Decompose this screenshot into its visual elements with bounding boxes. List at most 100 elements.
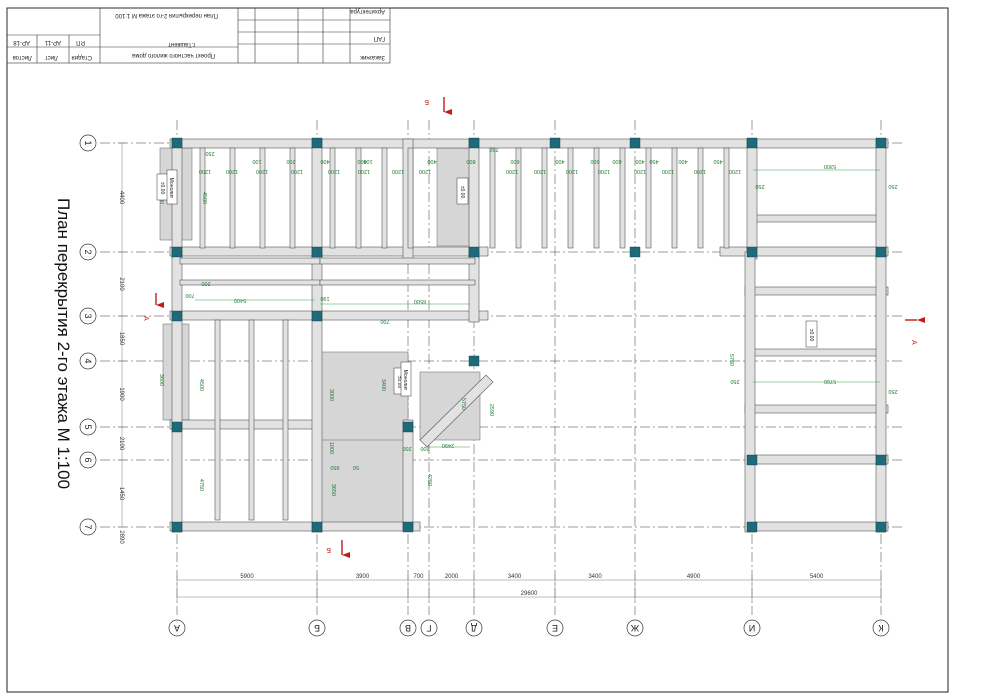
column-21 bbox=[171, 521, 183, 533]
small-dim-label: 250 bbox=[888, 388, 897, 394]
green-dim-label: 2490 bbox=[442, 442, 454, 448]
beam-10 bbox=[744, 404, 889, 414]
slab-zone-6 bbox=[419, 371, 481, 441]
beam-spacing-label: 1200 bbox=[199, 168, 211, 174]
beam-spacing-label: 1200 bbox=[566, 168, 578, 174]
beam-spacing-label: 1200 bbox=[534, 168, 546, 174]
axis-bubble-number bbox=[79, 134, 97, 152]
dim-left-label: 1850 bbox=[118, 332, 124, 346]
title-block-sheet-title: План перекрытия 2-го этажа М 1:100 bbox=[115, 12, 218, 18]
vertical-axes bbox=[176, 120, 882, 615]
green-dim-label: 5300 bbox=[824, 163, 836, 169]
beam-18 bbox=[875, 138, 887, 260]
rib-spacing-label: 450 bbox=[713, 158, 722, 164]
title-block-stage-value: Р.П bbox=[76, 39, 85, 45]
green-dim-label: 5750 bbox=[728, 354, 734, 366]
small-dim-label: 700 bbox=[185, 292, 194, 298]
dim-left-label: 1900 bbox=[118, 387, 124, 401]
rib-spacing-label: 450 bbox=[649, 158, 658, 164]
dim-left-label: 2890 bbox=[118, 530, 124, 544]
monolit-tag-box bbox=[166, 169, 178, 205]
monolit-tag-text: Монолит bbox=[168, 178, 174, 199]
drawing-frame bbox=[6, 7, 949, 693]
dim-left-label: 2100 bbox=[118, 277, 124, 291]
horizontal-axes bbox=[100, 142, 905, 528]
axis-bubble-number bbox=[79, 518, 97, 536]
cut-label: Б bbox=[326, 546, 331, 553]
beam-35 bbox=[541, 147, 548, 249]
rib-spacing-label: 400 bbox=[635, 158, 644, 164]
beam-42 bbox=[723, 147, 730, 249]
beam-23 bbox=[744, 251, 756, 533]
column-16 bbox=[468, 355, 480, 367]
green-dim-label: 3000 bbox=[328, 389, 334, 401]
dim-bottom-label: 3400 bbox=[588, 574, 602, 580]
column-20 bbox=[875, 454, 887, 466]
dim-bottom-label: 5900 bbox=[240, 574, 254, 580]
column-9 bbox=[311, 246, 323, 258]
axis-bubble-number bbox=[79, 352, 97, 370]
axis-bubble-letter-text: Д bbox=[471, 623, 477, 633]
dim-bottom-label: 700 bbox=[413, 574, 424, 580]
rib-spacing-label: 200 bbox=[286, 158, 295, 164]
beam-44 bbox=[248, 319, 255, 521]
column-23 bbox=[402, 521, 414, 533]
level-tag-box bbox=[805, 320, 818, 348]
axis-bubble-number-text: 6 bbox=[83, 457, 93, 462]
axis-bubble-letter-text: Г bbox=[426, 623, 431, 633]
column-10 bbox=[468, 246, 480, 258]
column-11 bbox=[629, 246, 641, 258]
column-13 bbox=[875, 246, 887, 258]
small-dim-label: 200 bbox=[402, 445, 411, 451]
title-block: Проект частного жилого дома г.Ташкент Пл… bbox=[6, 7, 391, 64]
beam-11 bbox=[751, 214, 881, 223]
beam-diagonal bbox=[419, 374, 494, 448]
beams bbox=[169, 138, 889, 533]
beam-3 bbox=[719, 246, 889, 257]
green-dim-label: 5700 bbox=[824, 378, 836, 384]
small-dim-label: 200 bbox=[420, 445, 429, 451]
title-block-sheet-value: АР-11 bbox=[44, 39, 61, 45]
title-block-location: г.Ташкент bbox=[168, 41, 195, 47]
beam-12 bbox=[751, 348, 881, 357]
level-tag-box bbox=[456, 177, 469, 205]
beam-1 bbox=[169, 138, 889, 149]
dim-bottom-label: 3900 bbox=[356, 574, 370, 580]
dim-bottom-label: 4900 bbox=[687, 574, 701, 580]
dim-bottom-label: 2000 bbox=[445, 574, 459, 580]
title-block-project: Проект частного жилого дома bbox=[131, 52, 215, 58]
axis-bubble-letter bbox=[743, 619, 761, 637]
axis-bubble-number bbox=[79, 243, 97, 261]
beam-19 bbox=[171, 251, 183, 533]
dim-bottom-label: 5400 bbox=[810, 574, 824, 580]
green-dim-label: 4500 bbox=[198, 379, 204, 391]
axis-bubble-number-text: 5 bbox=[83, 424, 93, 429]
dim-left-label: 4400 bbox=[118, 191, 124, 205]
monolit-tag-box bbox=[400, 361, 412, 397]
column-4 bbox=[549, 137, 561, 149]
beam-20 bbox=[311, 251, 323, 533]
cut-arrow bbox=[342, 552, 350, 558]
beam-7 bbox=[169, 521, 421, 532]
dim-left-label: 2100 bbox=[118, 437, 124, 451]
axis-bubble-letter bbox=[872, 619, 890, 637]
title-block-sheets-label: Листов bbox=[13, 54, 33, 60]
green-dim-label: 50 bbox=[353, 464, 359, 470]
beam-17 bbox=[746, 138, 758, 260]
level-tag-text: ±0.00 bbox=[396, 376, 402, 389]
column-22 bbox=[311, 521, 323, 533]
title-block-customer: Заказчик bbox=[360, 54, 385, 60]
green-dim-label: 3650 bbox=[330, 484, 336, 496]
title-block-stage-label: Стадия bbox=[72, 54, 92, 60]
title-block-sheets-value: АР-18 bbox=[13, 39, 30, 45]
small-dim-label: 250 bbox=[888, 183, 897, 189]
columns bbox=[171, 137, 887, 533]
axis-bubble-number-text: 4 bbox=[83, 358, 93, 363]
column-14 bbox=[171, 310, 183, 322]
axis-bubble-letter bbox=[546, 619, 564, 637]
beam-49 bbox=[319, 279, 476, 286]
beam-spacing-label: 1200 bbox=[729, 168, 741, 174]
green-dim-label: 4750 bbox=[198, 479, 204, 491]
